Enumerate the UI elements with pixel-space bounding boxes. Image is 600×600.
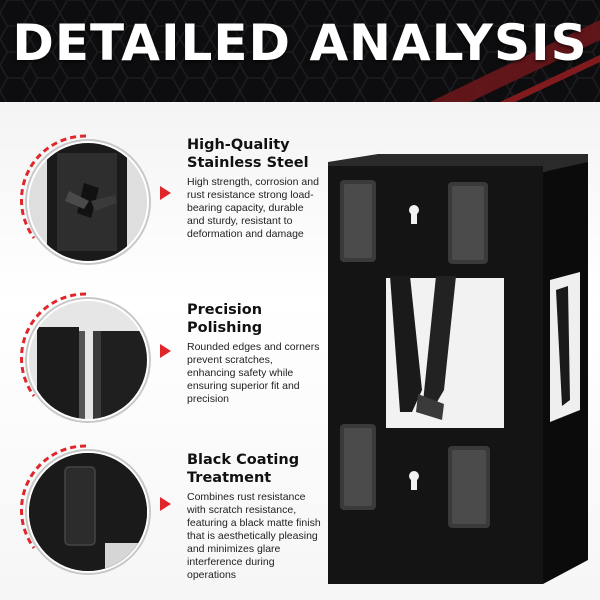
feature-polishing: Precision Polishing Rounded edges and co… <box>187 301 322 406</box>
detail-image-polishing <box>27 299 149 421</box>
feature-description: Combines rust resistance with scratch re… <box>187 491 321 581</box>
feature-description: Rounded edges and corners prevent scratc… <box>187 341 320 405</box>
product-holder-image <box>328 154 588 584</box>
keyhole-icon <box>409 205 419 224</box>
page-title: DETAILED ANALYSIS <box>12 14 588 72</box>
feature-steel: High-Quality Stainless Steel High streng… <box>187 136 322 241</box>
feature-title: High-Quality Stainless Steel <box>187 136 322 172</box>
feature-title-line2: Polishing <box>187 320 263 336</box>
hexagon-pattern <box>0 0 600 102</box>
feature-title-line1: Precision <box>187 302 263 318</box>
right-arrow-icon <box>160 344 171 358</box>
detail-image-coating <box>27 451 149 573</box>
feature-title-line1: High-Quality <box>187 137 290 153</box>
feature-coating: Black Coating Treatment Combines rust re… <box>187 451 322 582</box>
header-banner: DETAILED ANALYSIS <box>0 0 600 102</box>
detail-image-steel <box>27 141 149 263</box>
feature-title-line1: Black Coating <box>187 452 300 468</box>
right-arrow-icon <box>160 497 171 511</box>
right-arrow-icon <box>160 186 171 200</box>
keyhole-icon <box>409 471 419 490</box>
feature-title-line2: Stainless Steel <box>187 155 309 171</box>
feature-title: Precision Polishing <box>187 301 322 337</box>
feature-title: Black Coating Treatment <box>187 451 322 487</box>
feature-description: High strength, corrosion and rust resist… <box>187 176 319 240</box>
feature-title-line2: Treatment <box>187 470 272 486</box>
